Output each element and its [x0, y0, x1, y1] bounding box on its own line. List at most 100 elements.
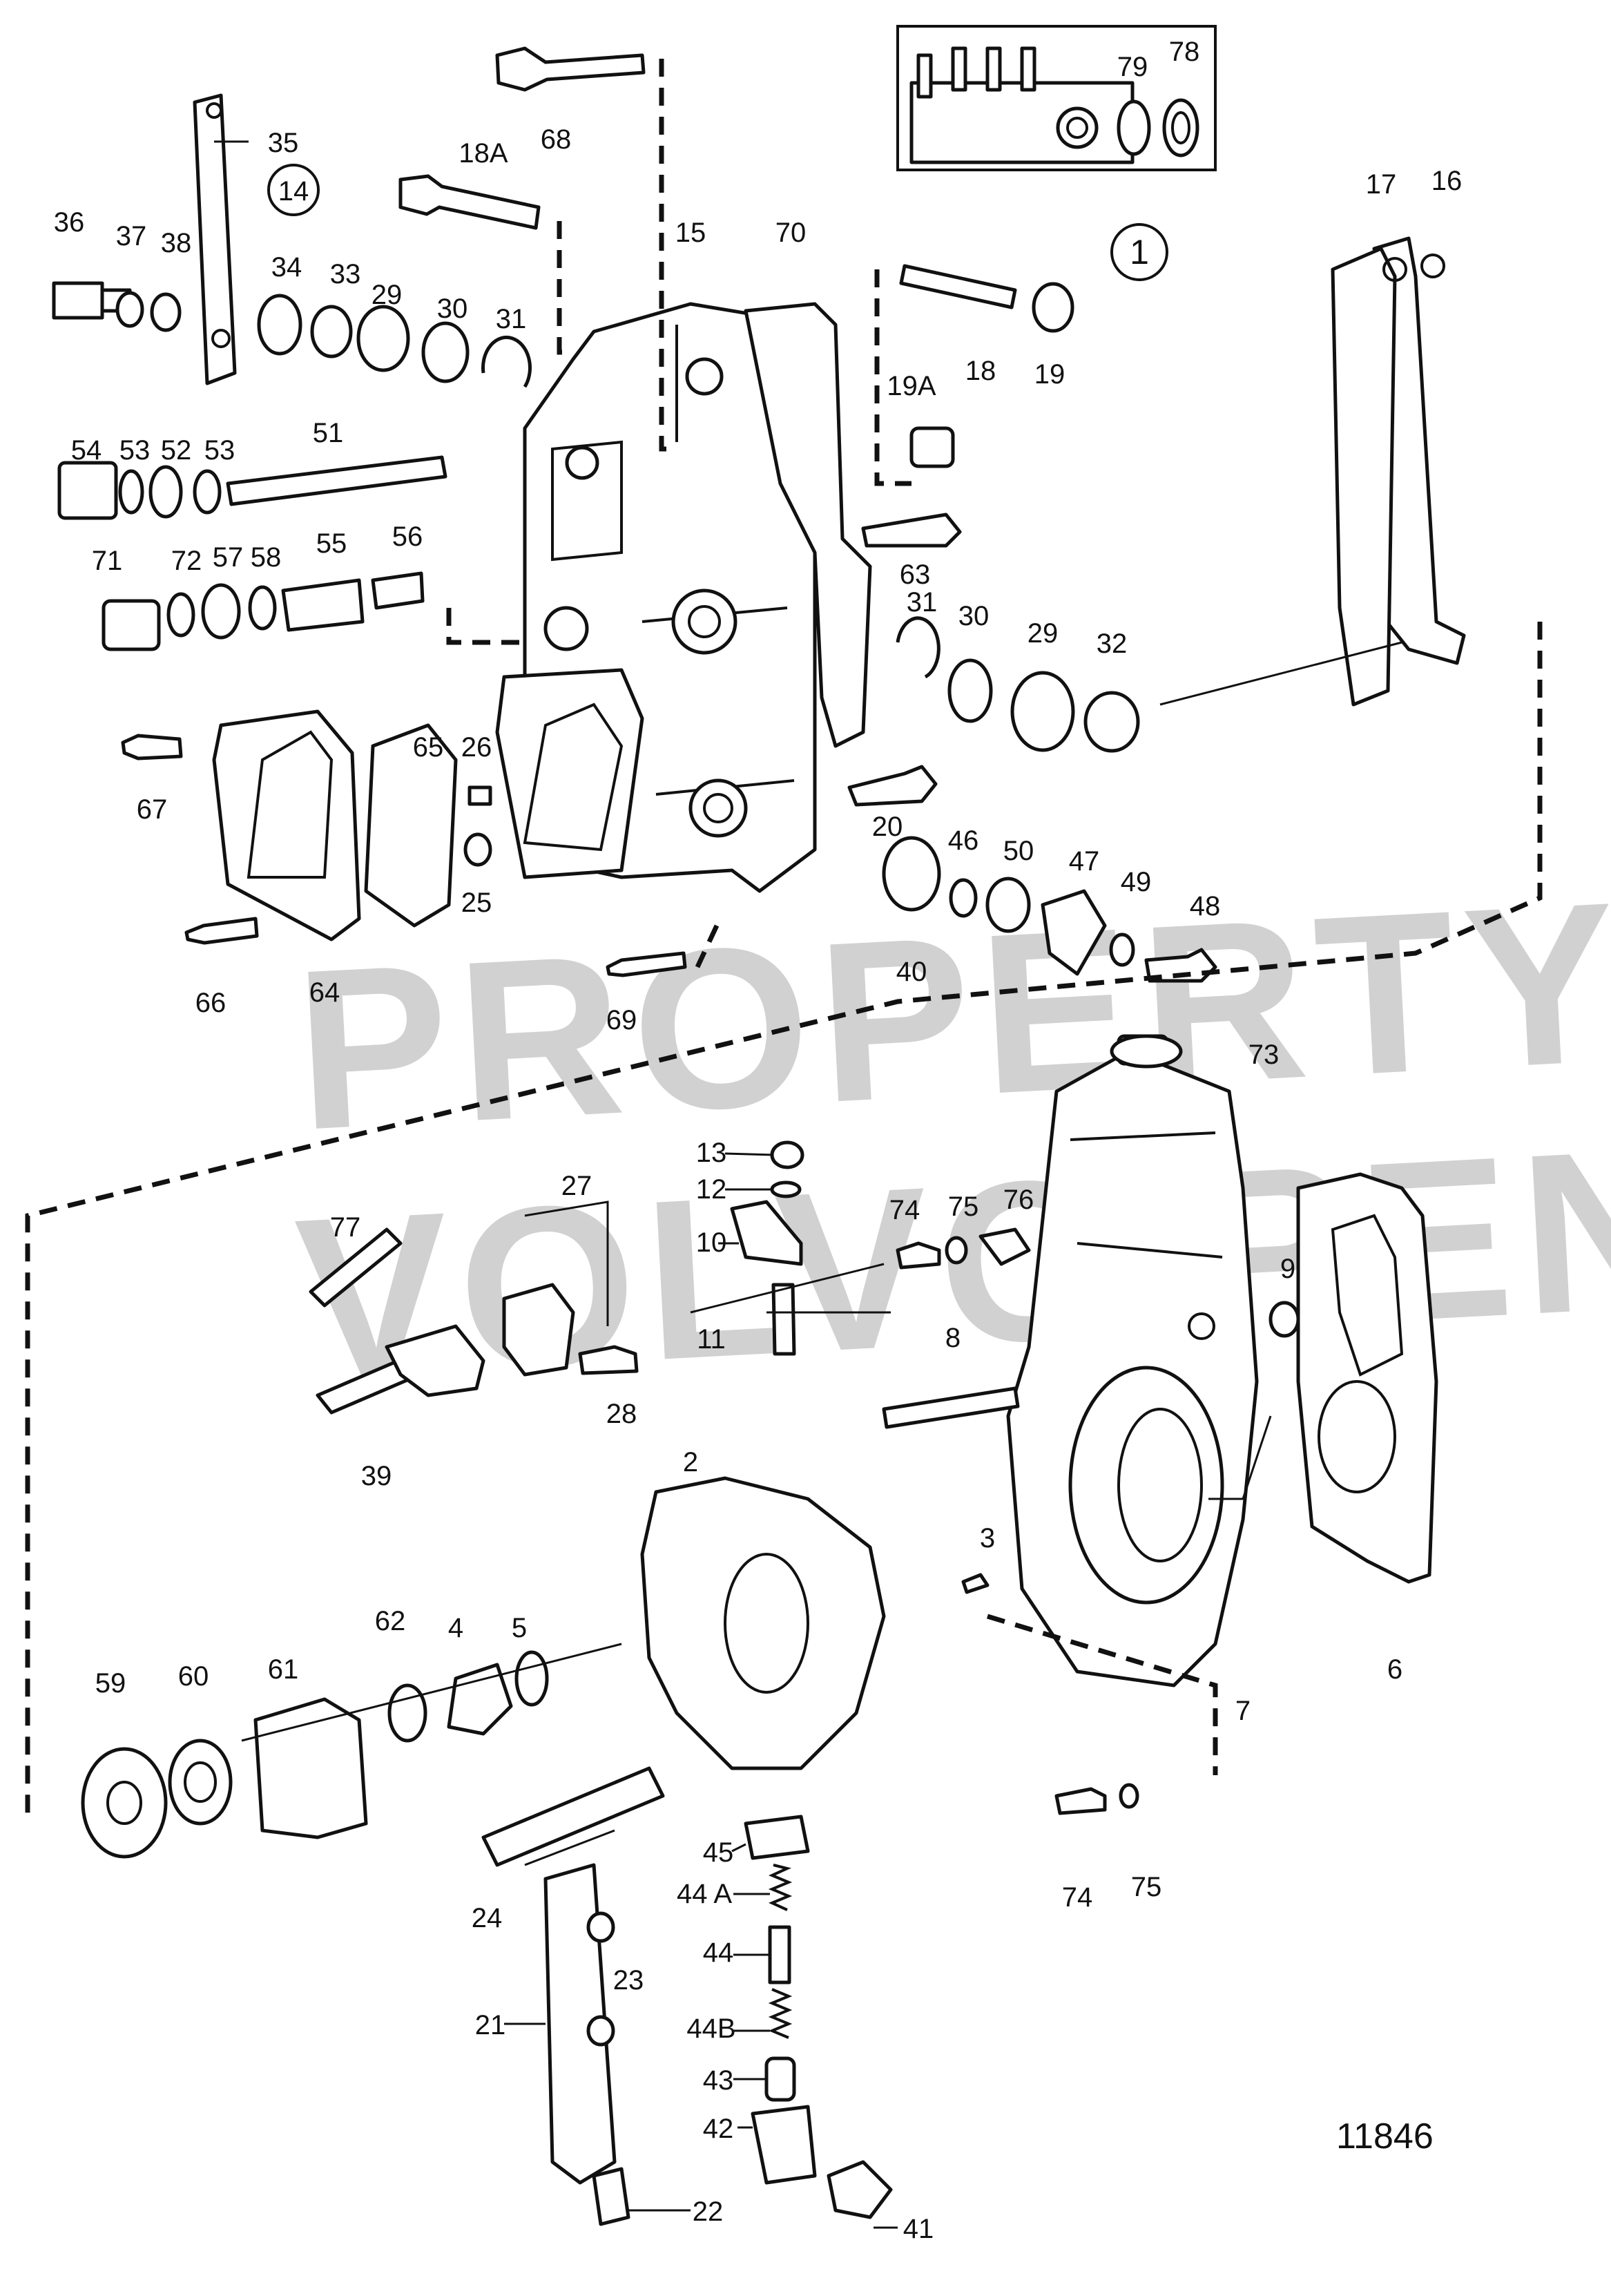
pump-housing-lower	[1006, 1034, 1259, 1687]
part-label-44: 44	[703, 1938, 734, 1968]
part-label-18: 18	[965, 356, 996, 386]
part-label-36: 36	[54, 207, 85, 238]
part-label-47: 47	[1069, 846, 1100, 877]
small-parts-row-1	[52, 281, 532, 388]
part-label-55: 55	[316, 528, 347, 559]
part-label-19a: 19A	[887, 371, 936, 401]
part-label-34: 34	[271, 252, 302, 283]
part-label-74-lower: 74	[1062, 1882, 1093, 1913]
part-label-64: 64	[309, 977, 340, 1008]
part-label-69: 69	[606, 1005, 637, 1035]
part-label-27: 27	[561, 1171, 592, 1201]
part-label-30-right: 30	[958, 601, 990, 631]
part-label-74-upper: 74	[889, 1195, 920, 1225]
part-label-30-left: 30	[437, 294, 468, 324]
part-label-79: 79	[1117, 52, 1148, 82]
part-label-23: 23	[613, 1965, 644, 1996]
part-label-73: 73	[1248, 1040, 1280, 1070]
part-label-68: 68	[541, 124, 572, 155]
part-label-54: 54	[71, 435, 102, 466]
part-label-29-left: 29	[372, 280, 403, 310]
part-label-70: 70	[775, 218, 807, 248]
pin-18a	[398, 174, 541, 230]
part-label-39: 39	[361, 1461, 392, 1491]
part-label-24: 24	[472, 1903, 503, 1933]
part-label-44b: 44B	[686, 2013, 735, 2044]
part-label-78: 78	[1169, 37, 1200, 67]
part-label-75-upper: 75	[948, 1192, 979, 1222]
part-label-46: 46	[948, 825, 979, 856]
part-label-31-right: 31	[907, 587, 938, 618]
part-label-33: 33	[330, 259, 361, 289]
part-label-26: 26	[461, 732, 492, 763]
flyweight-assembly	[640, 1476, 886, 1770]
part-label-28: 28	[606, 1399, 637, 1429]
part-label-72: 72	[171, 546, 202, 576]
part-label-32: 32	[1097, 629, 1128, 659]
part-label-67: 67	[137, 794, 168, 825]
part-label-63: 63	[900, 559, 931, 590]
part-label-11: 11	[697, 1324, 726, 1355]
part-label-22: 22	[693, 2197, 724, 2227]
part-label-62: 62	[375, 1606, 406, 1636]
part-label-75-lower: 75	[1131, 1872, 1162, 1902]
cover-plate-assembly	[212, 668, 644, 941]
part-label-59: 59	[95, 1668, 126, 1699]
part-label-4: 4	[448, 1613, 463, 1643]
part-label-21: 21	[475, 2010, 506, 2040]
part-label-53a: 53	[119, 435, 151, 466]
part-label-66: 66	[195, 988, 226, 1018]
part-label-38: 38	[161, 228, 192, 258]
part-label-43: 43	[703, 2065, 734, 2096]
part-label-7: 7	[1235, 1696, 1251, 1726]
part-label-77: 77	[330, 1212, 361, 1243]
part-label-29-right: 29	[1028, 618, 1059, 649]
part-callouts: 2 3 4 5 6 7 8 9 10 11 12 13 15 16 17 18 …	[54, 37, 1463, 2244]
part-label-40: 40	[896, 957, 927, 987]
leader-lines	[214, 140, 1402, 2229]
part-label-19: 19	[1034, 359, 1065, 390]
part-label-16: 16	[1431, 166, 1463, 196]
assembly-dash-lines	[25, 59, 1543, 1824]
part-label-60: 60	[178, 1661, 209, 1692]
group-marker-14: 14	[278, 176, 309, 207]
part-label-41: 41	[903, 2214, 934, 2244]
gasket-6	[1296, 1172, 1438, 1584]
part-label-3: 3	[980, 1523, 995, 1553]
part-label-31-left: 31	[496, 304, 527, 334]
part-label-18a: 18A	[459, 138, 508, 169]
part-label-53b: 53	[204, 435, 235, 466]
part-label-52: 52	[161, 435, 192, 466]
small-parts-row-2	[57, 455, 447, 651]
part-label-57: 57	[213, 542, 244, 573]
gasket-plate	[744, 302, 872, 748]
part-label-50: 50	[1003, 836, 1034, 866]
detail-inset	[896, 25, 1217, 171]
part-label-37: 37	[116, 221, 147, 251]
part-label-9: 9	[1280, 1254, 1295, 1284]
pin-18	[899, 264, 1017, 309]
part-label-48: 48	[1190, 891, 1221, 921]
part-label-8: 8	[945, 1323, 961, 1353]
part-label-6: 6	[1387, 1654, 1402, 1685]
part-label-13: 13	[696, 1138, 727, 1168]
group-marker-1: 1	[1130, 233, 1149, 271]
reference-number: 11846	[1336, 2116, 1434, 2156]
part-label-76: 76	[1003, 1185, 1034, 1215]
part-label-44a: 44 A	[677, 1879, 732, 1909]
part-label-17: 17	[1366, 169, 1397, 200]
part-label-10: 10	[696, 1227, 727, 1258]
part-label-20: 20	[872, 812, 903, 842]
part-label-71: 71	[92, 546, 123, 576]
part-label-35: 35	[268, 128, 299, 158]
part-label-65: 65	[413, 732, 444, 763]
part-label-12: 12	[696, 1174, 727, 1205]
lever	[193, 93, 237, 385]
part-label-2: 2	[683, 1447, 698, 1477]
part-label-61: 61	[268, 1654, 299, 1685]
part-label-5: 5	[512, 1613, 527, 1643]
part-label-49: 49	[1121, 867, 1152, 897]
part-label-51: 51	[313, 418, 344, 448]
part-label-42: 42	[703, 2114, 734, 2144]
